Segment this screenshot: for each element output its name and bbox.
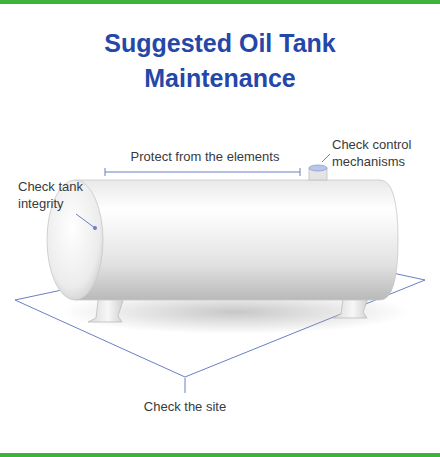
control-cap-top — [309, 165, 327, 171]
tank-body — [75, 180, 398, 300]
leader-line — [105, 172, 300, 173]
callout-label: Check tank integrity — [18, 178, 96, 212]
callout-label: Check control mechanisms — [332, 136, 430, 170]
callout-label: Check the site — [140, 398, 230, 415]
leader-line — [322, 154, 330, 162]
top-bar — [0, 0, 440, 4]
leader-dot — [93, 226, 97, 230]
leader-tick — [105, 168, 106, 176]
leader-line — [76, 214, 95, 228]
callout-label: Protect from the elements — [110, 148, 300, 165]
bottom-bar — [0, 453, 440, 457]
leader-tick — [300, 168, 301, 176]
leader-line — [185, 378, 186, 393]
diagram-title: Suggested Oil Tank Maintenance — [70, 26, 370, 96]
